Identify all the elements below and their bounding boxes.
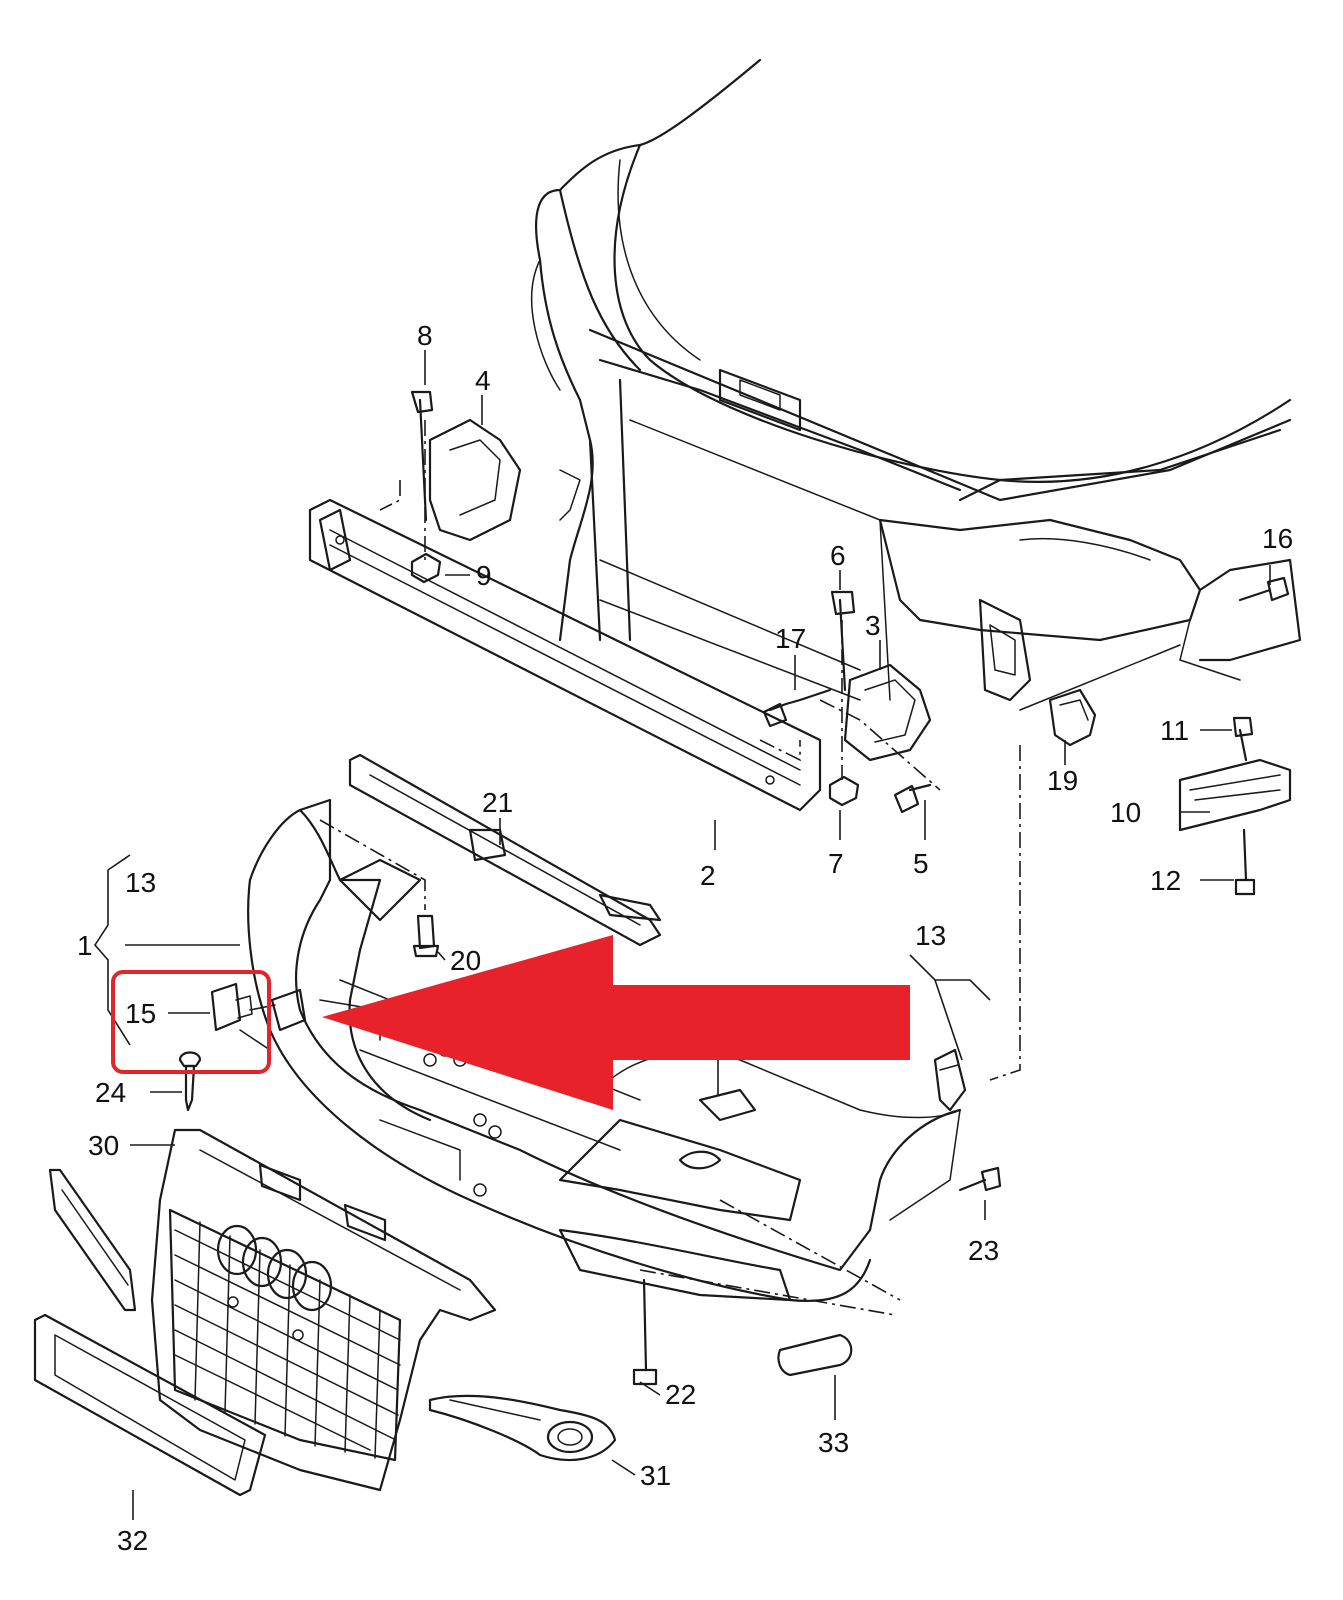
callout-lines [94,350,1271,1520]
highlight-box [111,970,271,1074]
label-part-3: 3 [865,610,881,641]
label-part-2: 2 [700,860,716,891]
label-part-24: 24 [95,1077,126,1108]
part-10-side-bracket [1178,716,1292,896]
part-24-screw [178,1051,202,1112]
label-part-31: 31 [640,1460,671,1491]
part-2-bumper-carrier [308,498,822,812]
label-part-10: 10 [1110,797,1141,828]
label-part-9: 9 [476,560,492,591]
label-part-16: 16 [1262,523,1293,554]
part-20-clip [319,819,440,958]
part-33-tow-hook-cap [777,1333,853,1377]
part-32-license-plate-bracket [33,1313,267,1497]
label-part-19: 19 [1047,765,1078,796]
label-part-12: 12 [1150,865,1181,896]
part-31-fog-light-grille [428,1394,617,1462]
label-part-23: 23 [968,1235,999,1266]
four-rings-emblem [216,1224,333,1312]
label-part-22: 22 [665,1379,696,1410]
label-part-7: 7 [828,848,844,879]
label-part-30: 30 [88,1130,119,1161]
part-15-cover-cap [210,982,276,1051]
label-part-5: 5 [913,848,929,879]
label-part-17: 17 [775,623,806,654]
label-part-13-left: 13 [125,867,156,898]
part-3-right-bracket [759,590,941,814]
part-19-guide [989,644,1181,1081]
part-labels: 1 2 3 4 5 6 7 8 9 10 11 12 13 13 15 16 1… [77,320,1293,1556]
label-part-15: 15 [125,998,156,1029]
part-16-bolt [1238,576,1290,602]
highlight-arrow [322,935,910,1110]
part-30-radiator-grille [150,1128,497,1492]
label-part-21: 21 [482,787,513,818]
label-part-11: 11 [1160,715,1189,746]
label-part-33: 33 [818,1427,849,1458]
label-part-6: 6 [830,540,846,571]
label-part-13-right: 13 [915,920,946,951]
part-21-mounting-rail [348,753,662,947]
label-part-1: 1 [77,930,93,961]
part-4-left-bracket [379,390,522,584]
label-part-8: 8 [417,320,433,351]
label-part-20: 20 [450,945,481,976]
label-part-32: 32 [117,1525,148,1556]
side-grille-strip [48,1168,137,1312]
dashed-lead-lower [639,1269,896,1316]
part-23-screw [958,1166,1002,1192]
label-part-4: 4 [475,365,491,396]
dashed-lead-tow [719,1199,901,1301]
grille-mesh [174,1221,401,1459]
body-shell-drawing [530,58,1302,702]
part-13-right-guide [933,1048,967,1112]
part-22-screw [632,1278,658,1386]
